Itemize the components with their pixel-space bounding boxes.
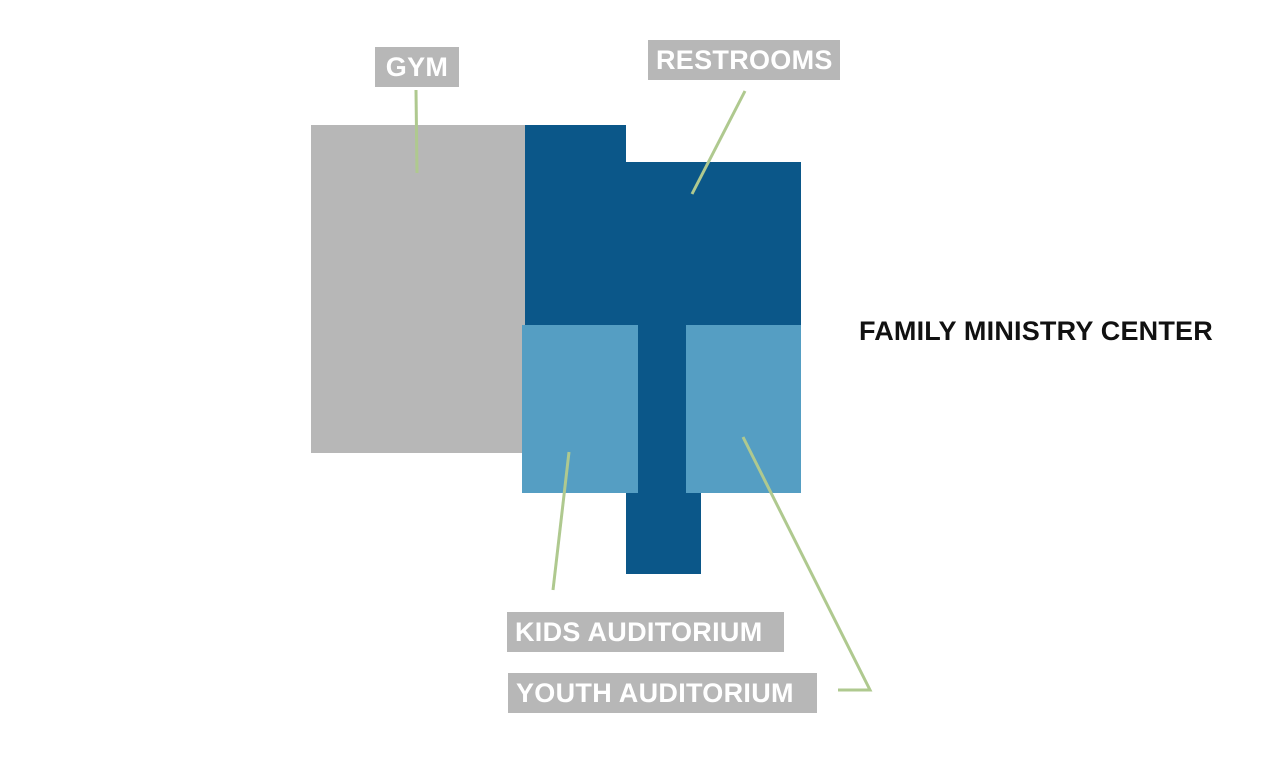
gym-area[interactable] — [311, 125, 525, 453]
kids-auditorium-label: KIDS AUDITORIUM — [507, 612, 784, 652]
central-corridor — [638, 325, 686, 493]
entrance-area — [626, 493, 701, 574]
restrooms-leader-line — [690, 90, 747, 195]
youth-auditorium-leader-line — [741, 436, 873, 692]
youth-auditorium-area[interactable] — [686, 325, 801, 493]
kids-auditorium-leader-line — [551, 451, 571, 591]
gym-leader-line — [414, 89, 419, 174]
restrooms-area[interactable] — [525, 125, 801, 327]
gym-label: GYM — [375, 47, 459, 87]
restrooms-label: RESTROOMS — [648, 40, 840, 80]
youth-auditorium-label: YOUTH AUDITORIUM — [508, 673, 817, 713]
building-title: FAMILY MINISTRY CENTER — [859, 316, 1213, 346]
kids-auditorium-area[interactable] — [522, 325, 638, 493]
